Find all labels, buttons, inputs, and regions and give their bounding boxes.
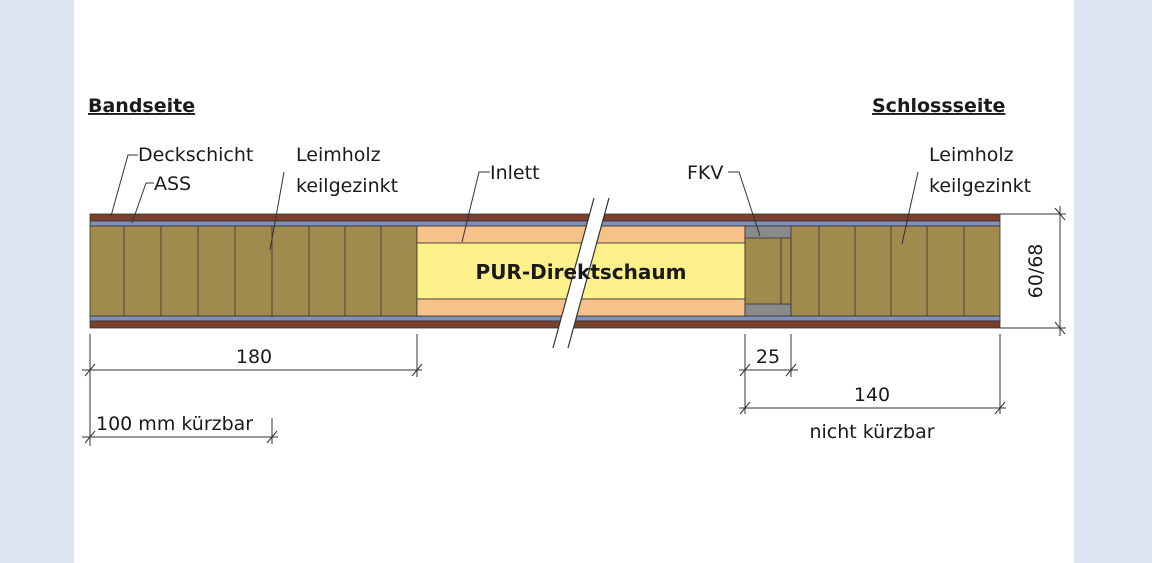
label-fkv: FKV <box>687 162 723 184</box>
label-pur-direktschaum: PUR-Direktschaum <box>476 260 687 284</box>
label-leimholz-right-1: Leimholz <box>929 144 1014 166</box>
break-line-left <box>552 197 595 349</box>
dimension-100 <box>82 418 278 444</box>
heading-schlossseite: Schlossseite <box>872 95 1005 117</box>
dimension-25 <box>739 334 798 414</box>
inlett-top <box>416 225 746 244</box>
dim-140-note: nicht kürzbar <box>809 421 934 443</box>
dim-180-label: 180 <box>236 346 272 368</box>
right-timber-block <box>780 225 1001 317</box>
label-deckschicht: Deckschicht <box>138 144 253 166</box>
top-deckschicht <box>89 213 1001 222</box>
left-timber-block <box>89 225 418 317</box>
bottom-deckschicht <box>89 320 1001 329</box>
label-ass: ASS <box>154 173 191 195</box>
dim-thickness-label: 60/68 <box>1025 244 1047 299</box>
label-leimholz-right-2: keilgezinkt <box>929 175 1031 197</box>
door-section-diagram: Bandseite Schlossseite Deckschicht ASS L… <box>82 95 1066 446</box>
leader-leimholz-left <box>269 171 285 251</box>
top-ass-layer <box>89 220 1001 227</box>
leader-fkv <box>728 171 761 237</box>
break-line-right <box>567 197 610 349</box>
label-leimholz-left-1: Leimholz <box>296 144 381 166</box>
leader-leimholz-right <box>901 171 919 245</box>
break-symbol <box>553 198 609 348</box>
dim-25-label: 25 <box>756 346 780 368</box>
dimension-140 <box>739 334 1006 415</box>
dim-140-label: 140 <box>854 384 890 406</box>
dimension-thickness <box>1000 206 1066 336</box>
dim-100-label: 100 mm kürzbar <box>96 413 253 435</box>
bottom-ass-layer <box>89 315 1001 322</box>
diagram-canvas: Bandseite Schlossseite Deckschicht ASS L… <box>74 0 1074 563</box>
leader-deckschicht <box>110 154 138 217</box>
heading-bandseite: Bandseite <box>88 95 195 117</box>
leader-ass <box>131 182 154 224</box>
dimension-180 <box>82 334 423 446</box>
label-inlett: Inlett <box>490 162 540 184</box>
label-leimholz-left-2: keilgezinkt <box>296 175 398 197</box>
fkv-section <box>744 225 792 317</box>
leader-inlett <box>461 171 490 243</box>
